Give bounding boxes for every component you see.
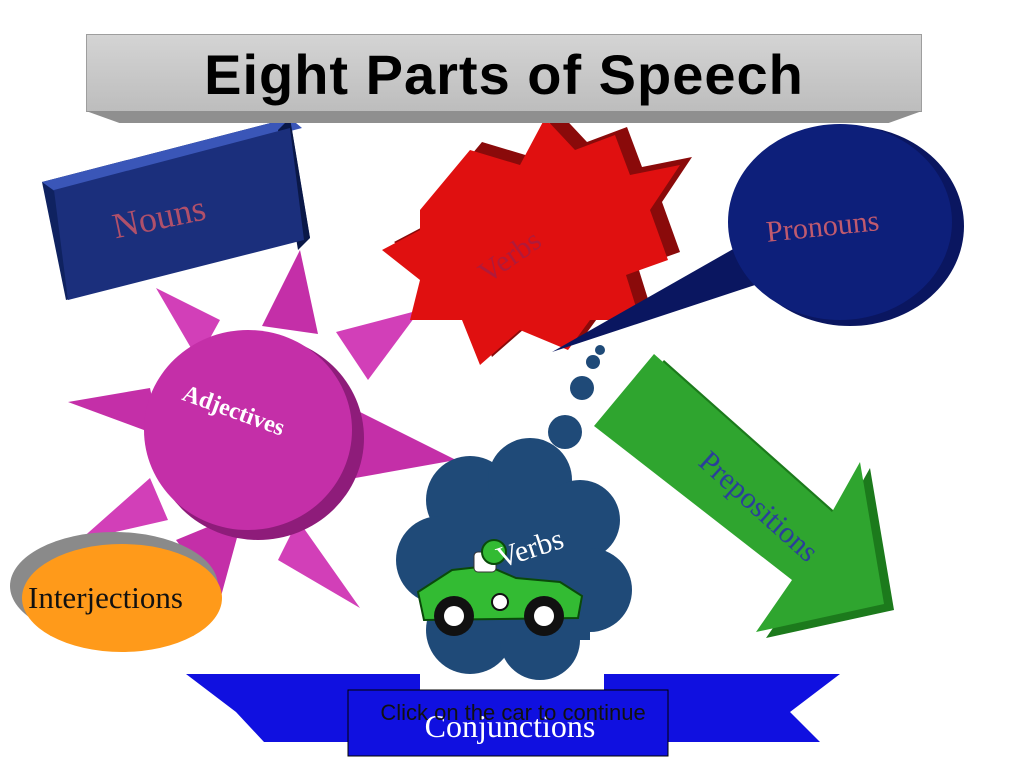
pronouns-bubble[interactable] [552,124,964,352]
verbs-star[interactable] [382,110,692,365]
prepositions-arrow[interactable] [594,354,894,638]
continue-prompt[interactable]: Click on the car to continue [380,700,646,725]
nouns-box[interactable] [42,118,310,300]
conjunctions-label: Conjunctions [424,708,596,744]
page-title: Eight Parts of Speech [204,42,804,106]
adjectives-sun[interactable] [68,250,456,608]
interjections-label: Interjections [28,580,183,615]
thought-bubbles [548,345,605,449]
conjunctions-banner[interactable] [186,674,840,757]
car-icon[interactable] [416,539,584,636]
interjections-oval[interactable] [10,532,222,652]
title-banner: Eight Parts of Speech [86,34,922,112]
